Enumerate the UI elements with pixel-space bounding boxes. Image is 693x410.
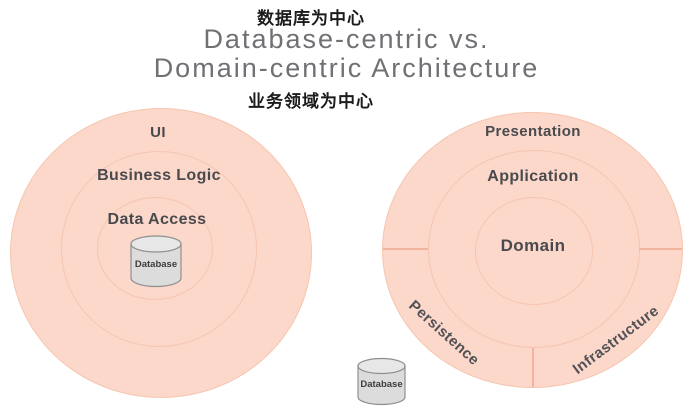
right-diagram-right-divider: [639, 248, 682, 250]
right-middle-ring-label: Application: [487, 168, 579, 185]
database-icon-label: Database: [360, 379, 402, 390]
right-diagram-left-divider: [383, 248, 428, 250]
page-title-line2: Domain-centric Architecture: [153, 53, 540, 83]
right-inner-ring: [475, 197, 593, 305]
annotation-domain-centric: 业务领域为中心: [248, 92, 374, 111]
right-outer-ring-label: Presentation: [485, 123, 581, 140]
left-inner-ring-label: Data Access: [107, 211, 207, 228]
page-title-line1: Database-centric vs.: [203, 24, 490, 54]
annotation-database-centric: 数据库为中心: [257, 9, 365, 28]
left-middle-ring-label: Business Logic: [97, 167, 221, 184]
left-outer-ring-label: UI: [150, 124, 166, 141]
database-icon-label: Database: [135, 259, 177, 270]
database-icon: Database: [130, 235, 182, 288]
right-diagram-bottom-divider: [532, 348, 534, 387]
right-inner-ring-label: Domain: [500, 236, 566, 255]
left-middle-ring: [61, 151, 257, 347]
database-icon: Database: [357, 357, 406, 406]
